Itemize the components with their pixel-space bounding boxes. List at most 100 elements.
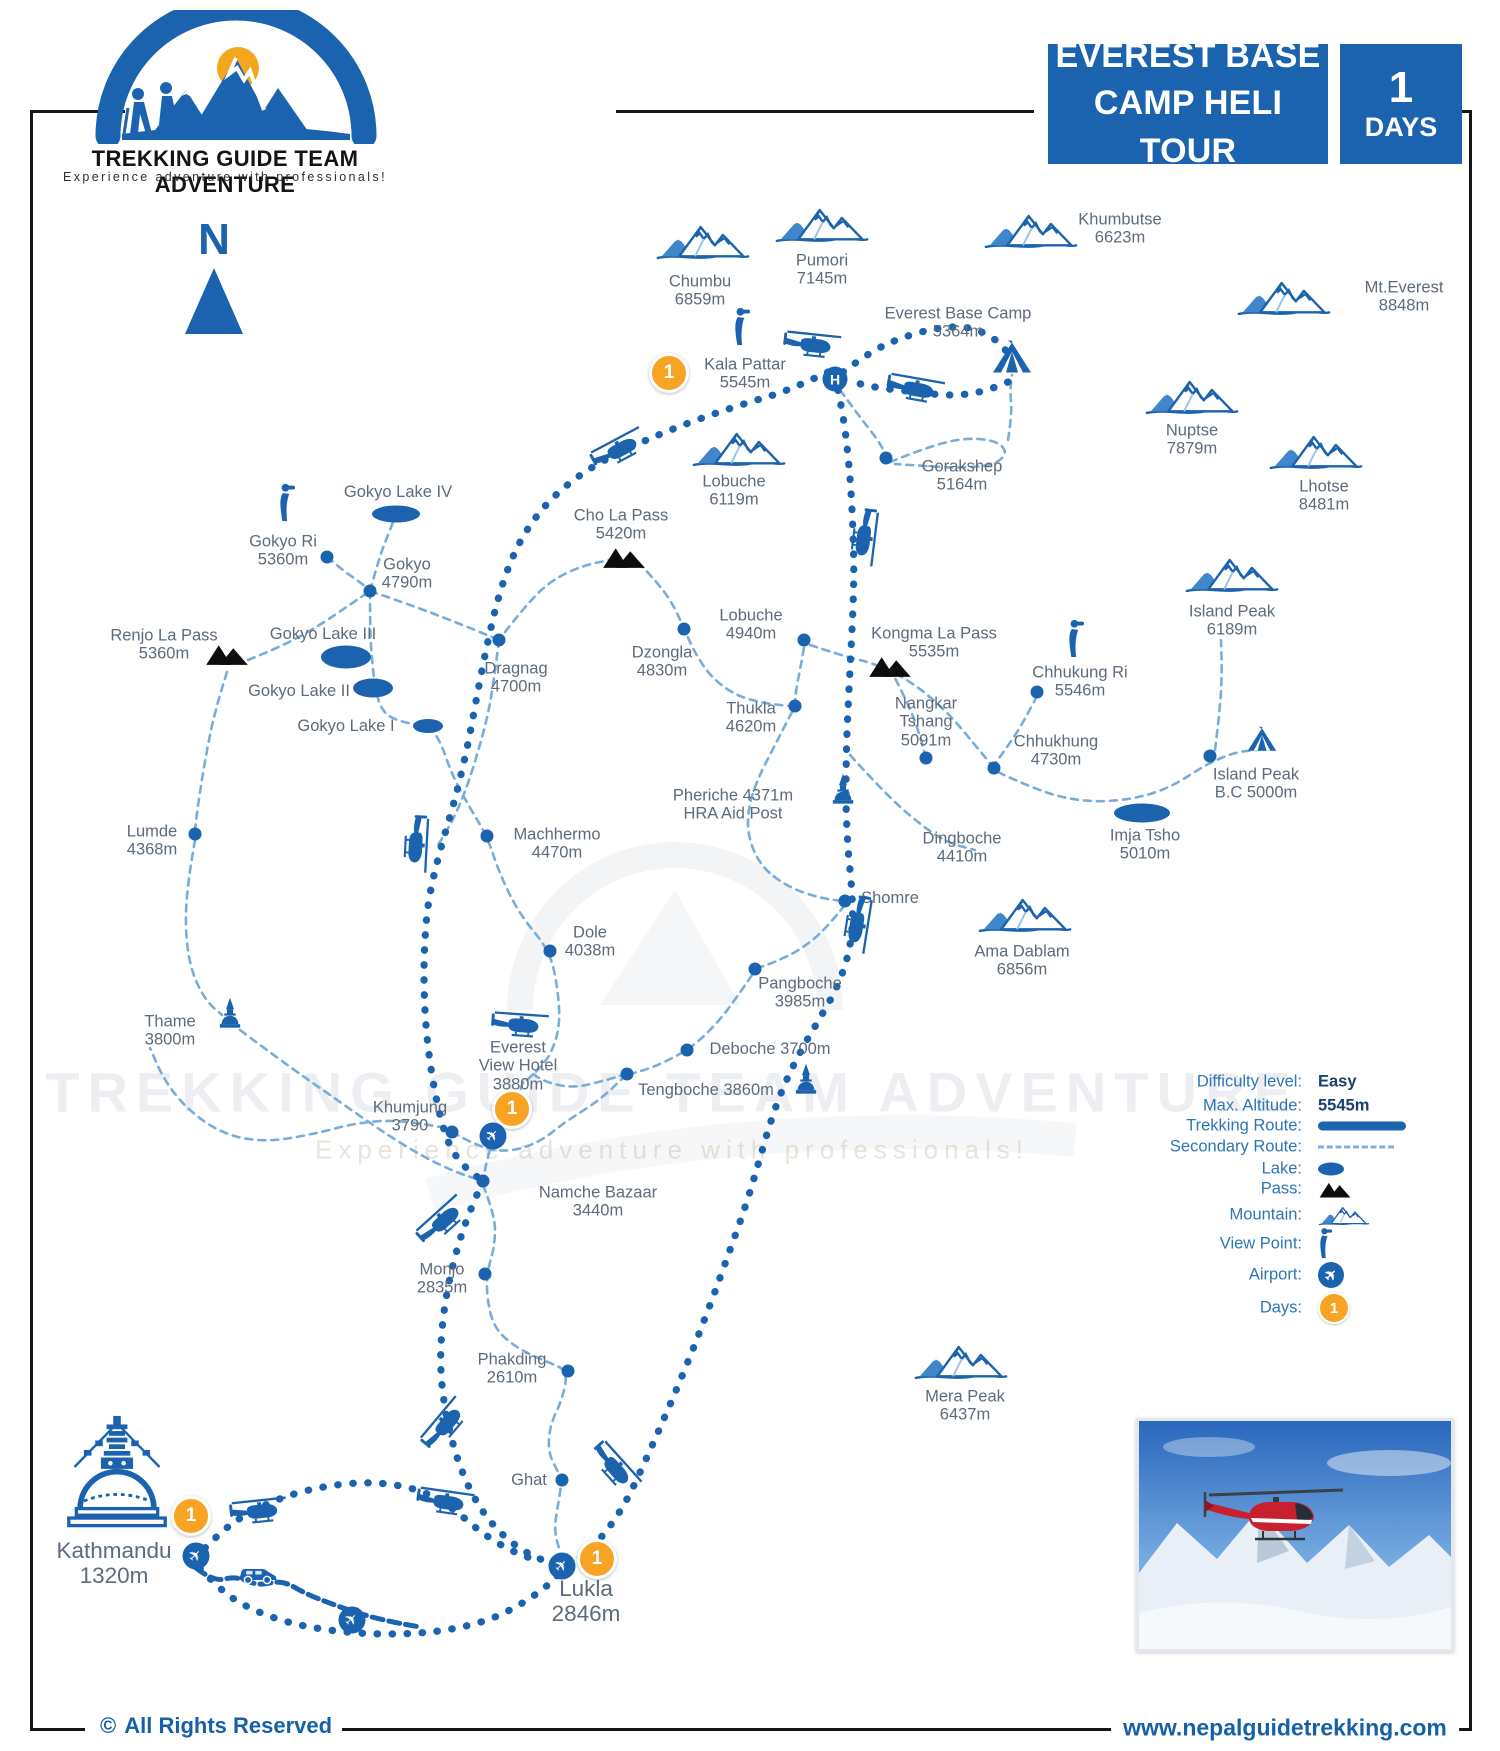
chumbu-label-line2: 6859m <box>674 291 726 309</box>
gokyo-lake-4-lake-icon <box>372 505 420 523</box>
kala-pattar-viewpoint-icon <box>733 307 754 353</box>
chumbu-mountain-icon <box>655 218 751 269</box>
kala-pattar-label-line2: 5545m <box>719 374 771 392</box>
brand-tagline: Experience adventure with professionals! <box>63 170 387 184</box>
khumjung-dot-icon <box>445 1125 459 1139</box>
khumjung-label-line2: 3790 <box>391 1117 429 1135</box>
dole-label-line2: 4038m <box>564 942 616 960</box>
gorakshep-label-line2: 5164m <box>936 476 988 494</box>
phakding-label-line1: Phakding <box>477 1350 547 1369</box>
legend-day-number: 1 <box>1329 1299 1339 1317</box>
renjo-la-pass-label-line1: Renjo La Pass <box>110 626 218 645</box>
everest-base-camp-label-line2: 5364m <box>932 323 984 341</box>
island-peak-label-line2: 6189m <box>1206 621 1258 639</box>
tour-days-box: 1 DAYS <box>1340 44 1462 164</box>
nuptse-label-line2: 7879m <box>1166 440 1218 458</box>
dole-dot-icon <box>543 944 557 958</box>
brand-title: TREKKING GUIDE TEAM ADVENTURE <box>91 146 359 197</box>
kongma-la-pass-label-line2: 5535m <box>908 643 960 661</box>
gokyo-lake-4-label: Gokyo Lake IV <box>344 483 452 501</box>
gokyo-lake-3-label: Gokyo Lake III <box>270 625 376 643</box>
legend-value-0: Easy <box>1318 1072 1357 1091</box>
chhukung-ri-dot-dot-icon <box>1030 685 1044 699</box>
dingboche-label-line1: Dingboche <box>922 829 1002 848</box>
island-peak-bc-tent-icon <box>1247 724 1277 758</box>
lumde-dot-icon <box>188 827 202 841</box>
chumbu-label-line1: Chumbu <box>668 272 732 291</box>
lobuche-peak-mountain-icon <box>691 425 787 476</box>
khumjung-label-line1: Khumjung <box>372 1098 448 1117</box>
machhermo-label-line1: Machhermo <box>513 825 601 844</box>
mera-peak-mountain-icon <box>913 1338 1009 1389</box>
tengboche-stupa-icon <box>795 1063 818 1101</box>
day-everest-view-hotel-number: 1 <box>506 1098 518 1119</box>
deboche-dot-icon <box>680 1043 694 1057</box>
lhotse-label-line2: 8481m <box>1298 496 1350 514</box>
day-kathmandu-number: 1 <box>185 1505 197 1526</box>
legend-label-5: Pass: <box>1260 1179 1302 1198</box>
day-kathmandu-day-icon: 1 <box>171 1496 211 1536</box>
everest-base-camp-tent-icon <box>992 337 1032 380</box>
day-kala-pattar-day-icon: 1 <box>649 353 689 393</box>
ama-dablam-mountain-icon <box>977 891 1073 942</box>
gokyo-label-line2: 4790m <box>381 574 433 592</box>
thame-stupa-icon <box>219 997 242 1035</box>
tengboche-junction-dot-icon <box>620 1067 634 1081</box>
gokyo-label-line1: Gokyo <box>383 555 431 574</box>
helipad-letter: H <box>829 371 841 387</box>
pheriche-label-line2: HRA Aid Post <box>683 805 783 823</box>
island-peak-bc-label-line1: Island Peak <box>1212 765 1300 784</box>
day-everest-view-hotel-day-icon: 1 <box>492 1089 532 1129</box>
gokyo-lake-2-lake-icon <box>353 678 393 698</box>
tengboche-label: Tengboche 3860m <box>638 1081 774 1099</box>
frame-bottom-mid <box>342 1728 1128 1731</box>
namche-bazaar-label-line1: Namche Bazaar <box>538 1183 658 1202</box>
kongma-la-pass-label-line1: Kongma La Pass <box>871 624 997 643</box>
pumori-mountain-icon <box>774 201 870 252</box>
heli-1-heli-icon <box>779 327 846 368</box>
legend-label-7: View Point: <box>1219 1234 1302 1253</box>
gokyo-lake-3-lake-icon <box>321 645 371 669</box>
machhermo-label-line2: 4470m <box>531 844 583 862</box>
phakding-label-line2: 2610m <box>486 1369 538 1387</box>
monjo-label-line1: Monjo <box>419 1260 465 1279</box>
compass-north-label: N <box>198 215 230 264</box>
website-link[interactable]: www.nepalguidetrekking.com <box>1111 1714 1459 1742</box>
pumori-label-line1: Pumori <box>795 251 849 270</box>
legend-trekking-route-icon <box>1318 1121 1406 1131</box>
namche-bazaar-dot-icon <box>476 1174 490 1188</box>
kathmandu-airport-airport-icon: ✈ <box>182 1542 210 1570</box>
thukla-label-line1: Thukla <box>726 699 776 718</box>
mt-everest-mountain-icon <box>1236 274 1332 325</box>
machhermo-dot-icon <box>480 829 494 843</box>
pheriche-label-line1: Pheriche 4371m <box>672 786 794 805</box>
island-peak-mountain-icon <box>1184 551 1280 602</box>
namche-bazaar-label-line2: 3440m <box>572 1202 624 1220</box>
kathmandu-stupa-large-icon <box>65 1414 169 1542</box>
thame-label-line1: Thame <box>144 1012 196 1031</box>
pangboche-label-line1: Pangboche <box>758 974 842 993</box>
everest-base-camp-label-line1: Everest Base Camp <box>884 304 1032 323</box>
compass-arrow-icon <box>185 268 243 334</box>
lobuche-dot-icon <box>797 633 811 647</box>
